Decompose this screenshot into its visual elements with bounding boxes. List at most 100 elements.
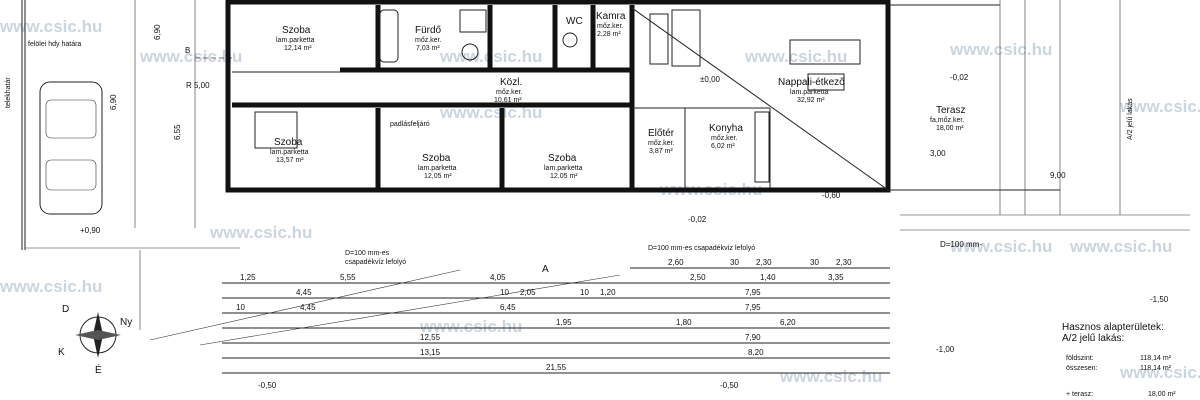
toilet [461,43,479,61]
room-area: 6,02 m² [711,143,735,150]
drain-note: D=100 mm-es [345,250,390,257]
watermark: www.csic.hu [0,17,102,36]
room-area: 12,05 m² [424,173,452,180]
watermark: www.csic.hu [439,103,542,122]
dim-label: 12,55 [420,333,441,342]
watermark: www.csic.hu [419,317,522,336]
svg-text:6,90: 6,90 [153,24,162,40]
dim-label: 8,20 [748,348,764,357]
area-row-value: 118,14 m² [1140,355,1172,362]
level-label: +0,90 [80,226,101,235]
room-name: Fürdő [415,25,442,36]
watermark: www.csic.hu [209,223,312,242]
compass-rose: D K Ny É [58,304,132,376]
level-label: -1,50 [1150,295,1169,304]
room-area: 12,05 m² [550,173,578,180]
watermark: www.csic.hu [0,277,102,296]
room-name: Kamra [596,11,626,22]
level-label: -0,50 [720,381,739,390]
room-area: 12,14 m² [284,45,312,52]
note-avlakas: A/2 jelű lakás [1127,98,1134,140]
room-labels: Szoba lam.parketta 12,14 m² Fürdő mőz.ke… [270,11,965,180]
level-markers: ±0,00 -0,02 -0,60 -0,02 -1,50 -1,00 -0,5… [258,73,1169,390]
room-floor: lam.parketta [418,165,457,172]
dim-label: 2,30 [836,258,852,267]
room-name: Szoba [548,153,577,164]
room-area: 18,00 m² [936,125,964,132]
area-table-title: Hasznos alapterületek: [1062,322,1164,333]
site-left: felölei hdy határa telekhatár 6,90 6,90 … [5,0,240,250]
watermark: www.csic.hu [139,47,242,66]
dim-label: 6,20 [780,318,796,327]
watermark-layer: www.csic.hu www.csic.hu www.csic.hu www.… [0,17,1200,386]
section-mark-a: A [542,264,549,275]
level-label: -0,02 [950,73,969,82]
dim-label: 2,30 [756,258,772,267]
room-floor: mőz.ker. [648,140,675,147]
dim-label: 30 [730,258,739,267]
dim-label: 4,45 [296,288,312,297]
svg-text:3,00: 3,00 [930,149,946,158]
room-floor: lam.parketta [276,37,315,44]
room-floor: lam.parketta [790,89,829,96]
room-name: Előtér [648,128,675,139]
dim-label: 21,55 [546,363,567,372]
room-area: 10,61 m² [494,97,522,104]
dining-chairs [649,13,669,65]
dim-label: 1,40 [760,273,776,282]
room-area: 32,92 m² [797,97,825,104]
car-symbol [39,81,103,215]
note-drain3: D=100 mm- [940,240,982,249]
room-floor: lam.parketta [544,165,583,172]
dim-label: 1,80 [676,318,692,327]
dim-label: 5,55 [340,273,356,282]
svg-text:6,90: 6,90 [109,94,118,110]
dim-label: 1,20 [600,288,616,297]
level-label: -1,00 [936,345,955,354]
dim-label: 2,60 [668,258,684,267]
area-row-value: 118,14 m² [1140,365,1172,372]
note-padlasfeljaro: padlásfeljáró [390,121,430,128]
terrace-area: A/2 jelű lakás 3,00 9,00 D=100 mm- [888,0,1190,249]
level-label: -0,60 [822,191,841,200]
bathtub [379,9,399,63]
note-oldalso: felölei hdy határa [28,41,81,48]
dim-label: 3,35 [828,273,844,282]
room-floor: lam.parketta [270,149,309,156]
watermark: www.csic.hu [779,367,882,386]
dim-label: 2,50 [690,273,706,282]
dimension-lines [139,250,890,374]
watermark: www.csic.hu [1119,363,1200,382]
svg-text:R 5,00: R 5,00 [186,81,210,90]
dim-label: 1,25 [240,273,256,282]
drain-note: D=100 mm-es csapadékvíz lefolyó [648,245,755,252]
dims-row-1: 1,25 5,55 4,05 2,50 1,40 3,35 [240,273,844,282]
dim-label: 30 [810,258,819,267]
dim-label: 7,95 [745,288,761,297]
area-table: Hasznos alapterületek: A/2 jelű lakás: f… [1062,322,1176,398]
room-name: Közl. [500,77,522,88]
watermark: www.csic.hu [1069,237,1172,256]
dining-table [671,9,701,67]
watermark: www.csic.hu [744,47,847,66]
dims-row-2: 4,45 10 2,05 10 1,20 7,95 [296,288,761,297]
bed [254,111,298,149]
kitchen-counter [754,111,770,183]
compass-north: É [95,363,102,376]
fixtures [254,9,861,183]
room-floor: fa,mőz.ker. [930,117,964,124]
svg-text:9,00: 9,00 [1050,171,1066,180]
room-name: Szoba [274,137,303,148]
dim-label: 10 [500,288,509,297]
dims-row-7: 21,55 [546,363,567,372]
area-row-label: + terasz: [1066,391,1093,398]
watermark: www.csic.hu [949,40,1052,59]
shower [459,9,487,33]
level-label: -0,02 [688,215,707,224]
dim-label: 6,45 [500,303,516,312]
dims-row-6: 13,15 8,20 [420,348,764,357]
dim-label: 7,90 [745,333,761,342]
watermark: www.csic.hu [1119,97,1200,116]
room-name: WC [566,16,583,27]
